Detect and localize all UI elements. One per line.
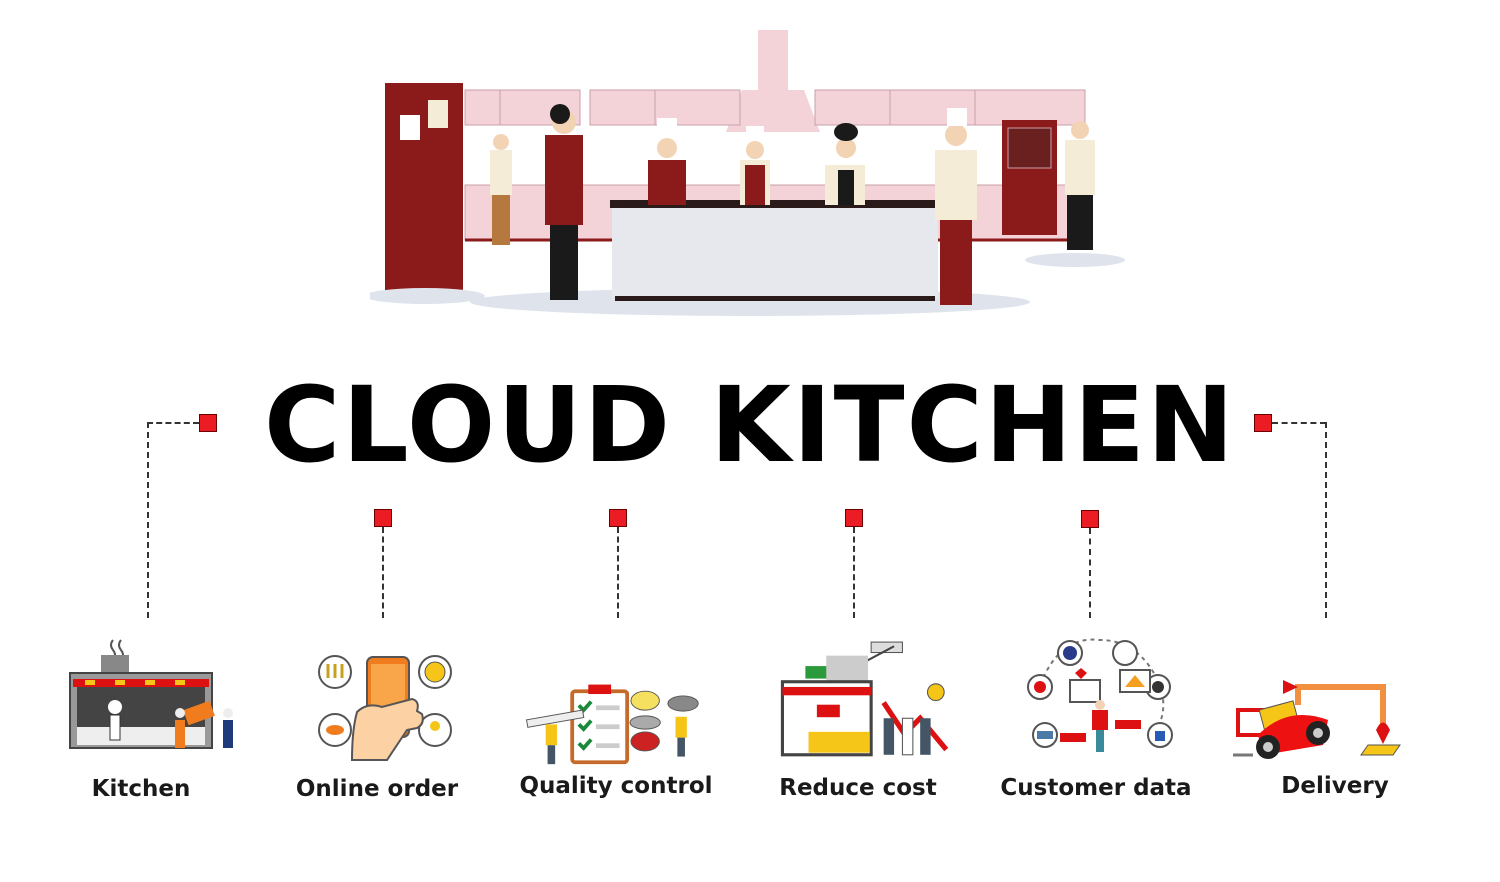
kitchen-storefront-icon — [69, 639, 233, 749]
page-title: CLOUD KITCHEN — [264, 364, 1236, 486]
connector-line — [147, 422, 199, 424]
connector-node — [609, 509, 627, 527]
kitchen-illustration — [370, 30, 1125, 316]
feature-label-kitchen: Kitchen — [91, 776, 191, 802]
connector-line — [617, 527, 619, 618]
feature-label-reduce-cost: Reduce cost — [779, 775, 937, 801]
feature-label-delivery: Delivery — [1281, 773, 1389, 799]
connector-node — [845, 509, 863, 527]
connector-node — [199, 414, 217, 432]
connector-node — [1081, 510, 1099, 528]
feature-label-customer-data: Customer data — [1000, 775, 1192, 801]
checklist-clipboard-icon — [525, 684, 699, 765]
feature-label-quality-control: Quality control — [519, 773, 713, 799]
connector-line — [853, 527, 855, 618]
connector-node — [1254, 414, 1272, 432]
connector-line — [1325, 422, 1327, 618]
connector-node — [374, 509, 392, 527]
delivery-scooter-icon — [1233, 680, 1401, 759]
connector-line — [382, 527, 384, 618]
connector-line — [147, 422, 149, 618]
customer-network-icon — [1027, 638, 1173, 752]
cost-reduction-chart-icon — [780, 641, 949, 757]
connector-line — [1272, 422, 1326, 424]
connector-line — [1089, 528, 1091, 618]
feature-label-online-order: Online order — [295, 776, 459, 802]
phone-order-icon — [318, 655, 452, 761]
